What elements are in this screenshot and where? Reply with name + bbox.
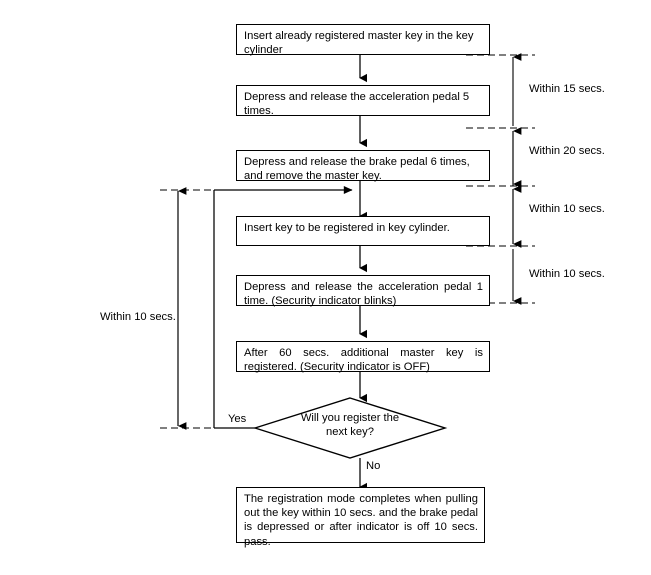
process-box-step-4: Insert key to be registered in key cylin… bbox=[236, 216, 490, 246]
decision-label-line-2: next key? bbox=[326, 426, 374, 438]
decision-label-line-1: Will you register the bbox=[300, 412, 400, 424]
branch-label-yes: Yes bbox=[228, 413, 247, 425]
timing-label-within-10-secs-b: Within 10 secs. bbox=[529, 268, 605, 280]
timing-label-within-20-secs: Within 20 secs. bbox=[529, 145, 605, 157]
process-box-step-1: Insert already registered master key in … bbox=[236, 24, 490, 56]
process-box-step-5: Depress and release the acceleration ped… bbox=[236, 275, 490, 307]
timing-label-within-15-secs: Within 15 secs. bbox=[529, 83, 605, 95]
process-box-step-3: Depress and release the brake pedal 6 ti… bbox=[236, 150, 490, 182]
decision-diamond-shape bbox=[252, 397, 448, 459]
timing-label-within-10-secs-a: Within 10 secs. bbox=[529, 203, 605, 215]
process-box-step-2: Depress and release the acceleration ped… bbox=[236, 85, 490, 117]
process-box-step-8: The registration mode completes when pul… bbox=[236, 487, 485, 548]
timing-label-within-10-secs-left: Within 10 secs. bbox=[100, 311, 176, 323]
process-box-step-6: After 60 secs. additional master key is … bbox=[236, 341, 490, 373]
branch-label-no: No bbox=[366, 460, 381, 472]
